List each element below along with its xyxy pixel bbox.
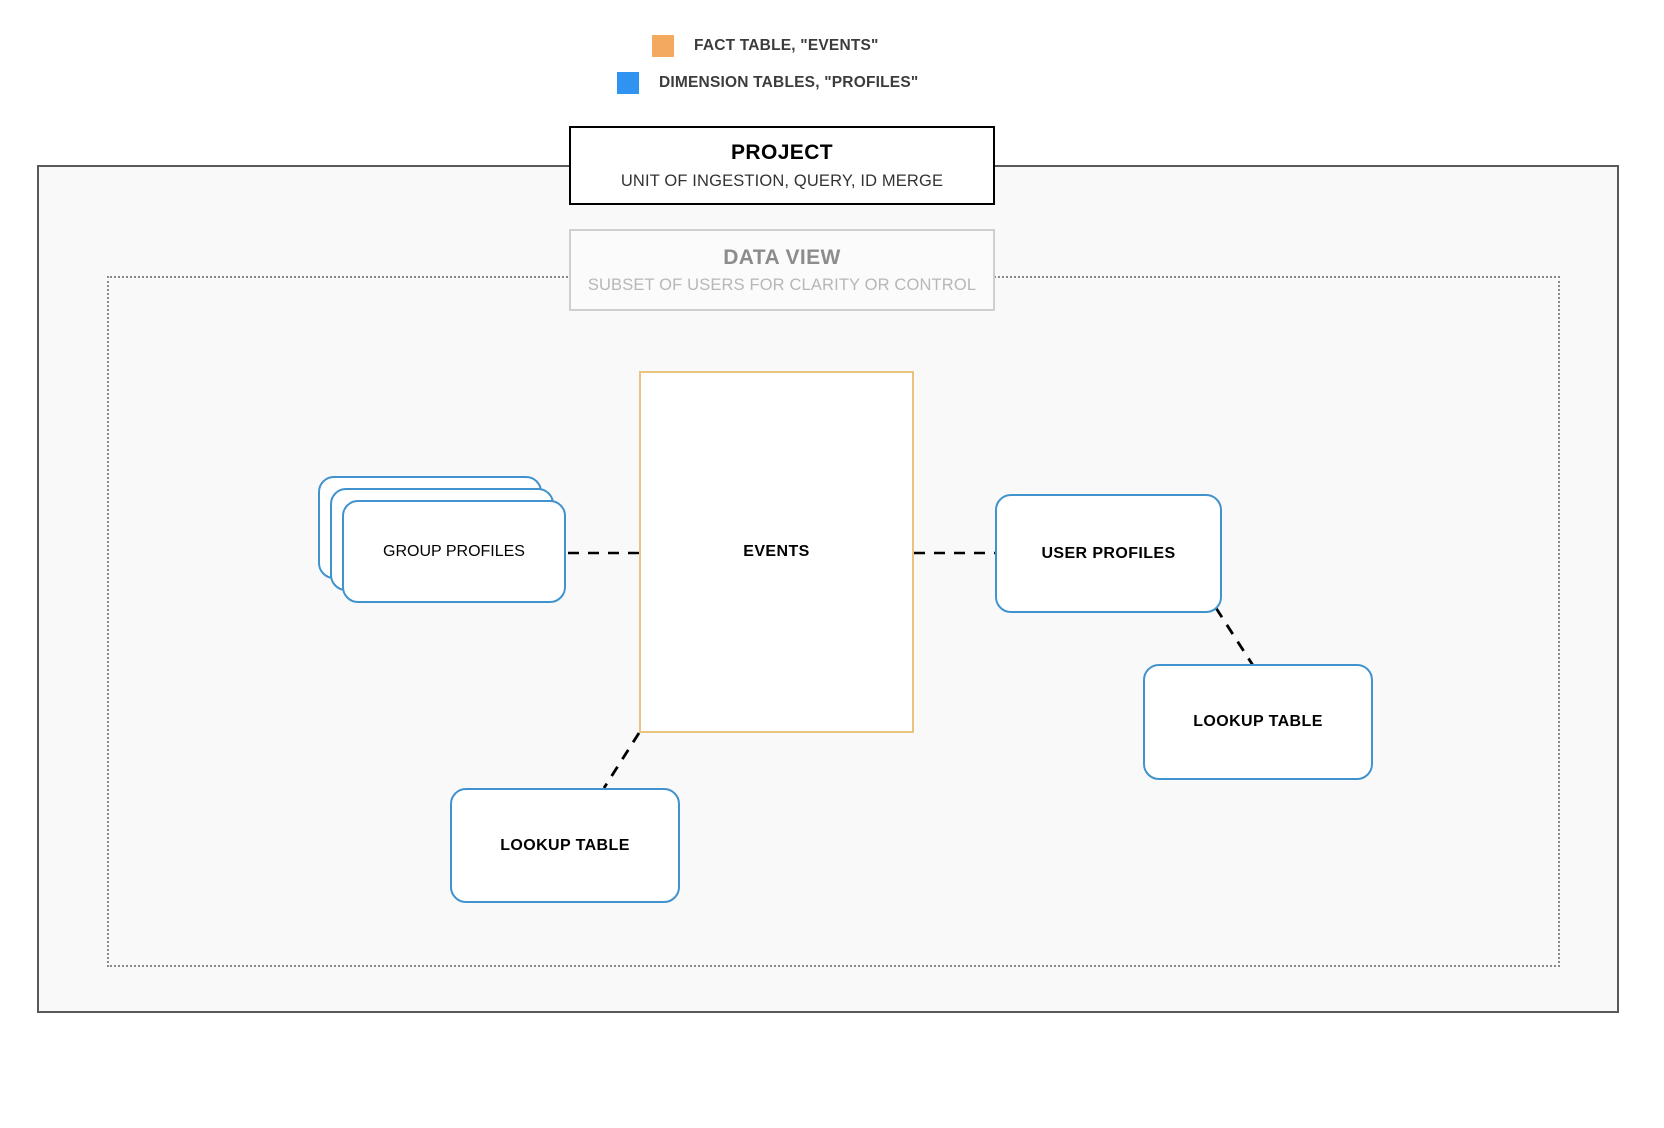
square-swatch-icon [652,35,674,57]
group-profiles-stack-card-front[interactable]: GROUP PROFILES [342,500,566,603]
data-view-subtitle: SUBSET OF USERS FOR CLARITY OR CONTROL [587,275,977,294]
data-view-title-box: DATA VIEW SUBSET OF USERS FOR CLARITY OR… [569,229,995,311]
node-events-label: EVENTS [743,543,810,560]
node-group-profiles-label: GROUP PROFILES [383,542,525,560]
node-lookup-table-left-label: LOOKUP TABLE [500,836,630,854]
project-title-box: PROJECT UNIT OF INGESTION, QUERY, ID MER… [569,126,995,205]
node-lookup-table-right[interactable]: LOOKUP TABLE [1143,664,1373,780]
node-lookup-table-left[interactable]: LOOKUP TABLE [450,788,680,903]
legend-item-fact-table: FACT TABLE, "EVENTS" [652,35,879,57]
legend-label-fact-table: FACT TABLE, "EVENTS" [694,37,879,54]
project-subtitle: UNIT OF INGESTION, QUERY, ID MERGE [620,171,944,190]
legend-item-dimension-tables: DIMENSION TABLES, "PROFILES" [617,72,918,94]
node-group-profiles[interactable]: GROUP PROFILES [318,476,576,611]
node-events[interactable]: EVENTS [639,371,914,733]
project-title: PROJECT [731,141,833,165]
data-view-title: DATA VIEW [723,245,841,269]
node-user-profiles-label: USER PROFILES [1041,544,1176,562]
node-user-profiles[interactable]: USER PROFILES [995,494,1222,613]
legend-label-dimension-tables: DIMENSION TABLES, "PROFILES" [659,74,919,91]
square-swatch-icon [617,72,639,94]
node-lookup-table-right-label: LOOKUP TABLE [1193,713,1323,730]
